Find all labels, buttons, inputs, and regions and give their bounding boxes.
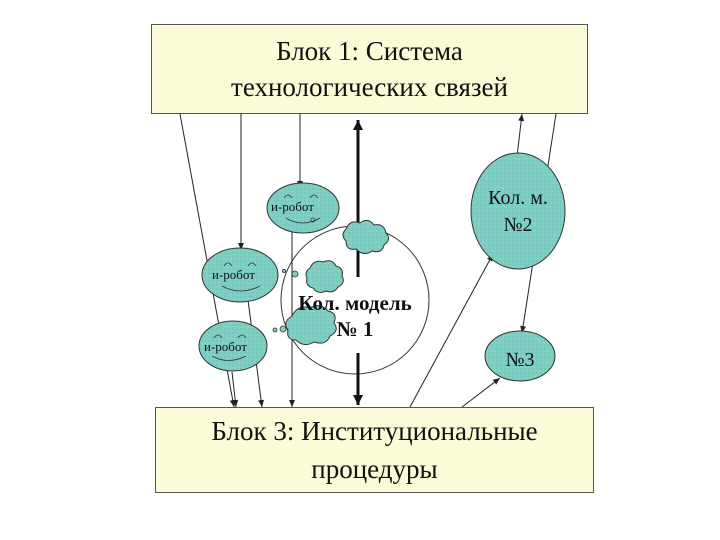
model-3-node xyxy=(484,330,556,382)
block-3-title-line1: Блок 3: Институциональные xyxy=(211,416,538,446)
main-model-label-line1: Кол. модель xyxy=(298,291,412,315)
robot-label-1: и-робот xyxy=(271,199,314,214)
block-1-title-line1: Блок 1: Система xyxy=(276,36,463,66)
main-model-label-line2: № 1 xyxy=(336,317,374,341)
robot-face-2 xyxy=(221,262,261,292)
bubble xyxy=(279,325,287,333)
block-1-title-line2: технологических связей xyxy=(231,72,508,102)
link-block3-to-model3 xyxy=(461,377,501,408)
robot-node-2 xyxy=(201,247,279,303)
model-2-label-line2: №2 xyxy=(503,214,533,236)
model-2-label-line1: Кол. м. xyxy=(488,187,548,209)
link-block3-to-model2 xyxy=(409,253,494,408)
thought-cloud-1 xyxy=(342,219,390,255)
bubble xyxy=(281,268,286,273)
robot-node-1 xyxy=(266,182,340,234)
model-2-label: Кол. м. №2 xyxy=(466,185,570,239)
bubble xyxy=(272,327,278,333)
block-3-title-line2: процедуры xyxy=(311,454,438,484)
thought-cloud-3 xyxy=(285,305,337,346)
bubble xyxy=(291,270,299,278)
robot-node-3 xyxy=(198,320,268,372)
robot-label-3: и-робот xyxy=(204,339,247,354)
robot-face-1 xyxy=(283,194,321,224)
block-3-institutional-procedures: Блок 3: Институциональные процедуры xyxy=(155,407,594,493)
main-model-label: Кол. модель № 1 xyxy=(280,290,430,342)
model-2-node xyxy=(470,152,566,270)
robot-face-3 xyxy=(211,334,247,361)
robot-label-2: и-робот xyxy=(212,267,255,282)
thought-cloud-2 xyxy=(305,260,344,293)
link-robot3-to-block3 xyxy=(231,371,239,408)
model-3-label: №3 xyxy=(505,349,535,371)
block-1-technological-links: Блок 1: Система технологических связей xyxy=(151,24,588,114)
